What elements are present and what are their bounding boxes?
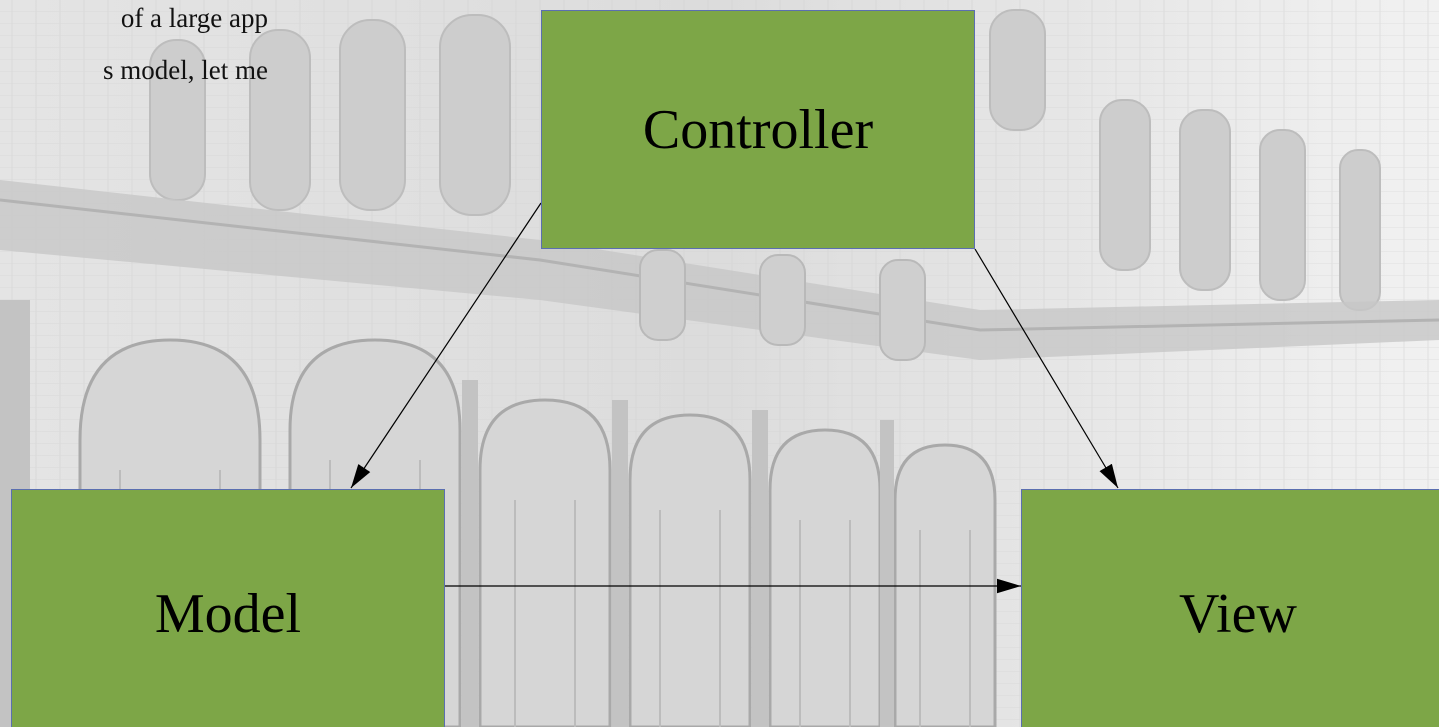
slide-text-line-1: of a large app (120, 3, 268, 33)
slide-text-line-2: s model, let me (103, 55, 268, 85)
view-box: View (1021, 489, 1439, 727)
model-label: Model (154, 583, 302, 645)
model-box: Model (11, 489, 445, 727)
controller-box: Controller (541, 10, 975, 249)
view-label: View (1179, 583, 1297, 645)
controller-label: Controller (642, 98, 874, 161)
